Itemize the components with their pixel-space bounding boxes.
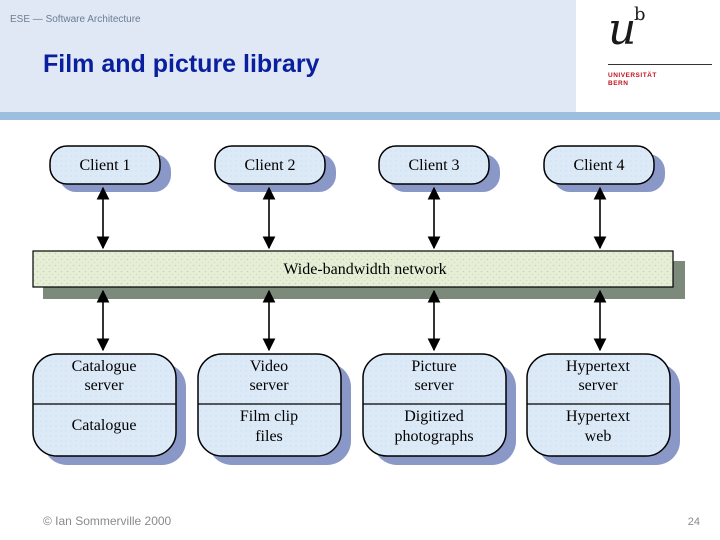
server-top-3a: Picture xyxy=(411,358,456,375)
server-top-1b: server xyxy=(84,377,124,394)
client-box-3: Client 3 xyxy=(378,145,500,192)
server-arrows xyxy=(96,289,607,352)
logo-text: UNIVERSITÄT BERN xyxy=(608,72,657,89)
server-top-4a: Hypertext xyxy=(566,358,631,375)
logo-b: b xyxy=(634,4,646,25)
network-label: Wide-bandwidth network xyxy=(283,261,446,278)
server-top-1a: Catalogue xyxy=(72,358,137,375)
client-box-4: Client 4 xyxy=(543,145,665,192)
server-top-2a: Video xyxy=(250,358,288,375)
server-bottom-4b: web xyxy=(585,428,612,445)
client-box-2: Client 2 xyxy=(214,145,336,192)
server-box-4: Hypertext server Hypertext web xyxy=(526,353,680,465)
logo-line2: BERN xyxy=(608,80,629,88)
client-label-3: Client 3 xyxy=(408,157,459,174)
header-rule xyxy=(0,112,720,120)
copyright-footer: © Ian Sommerville 2000 xyxy=(43,514,172,528)
server-box-1: Catalogue server Catalogue xyxy=(32,353,186,465)
client-label-4: Client 4 xyxy=(573,157,624,174)
slide-header: ESE — Software Architecture Film and pic… xyxy=(0,0,576,112)
server-bottom-2a: Film clip xyxy=(240,408,298,425)
course-label: ESE — Software Architecture xyxy=(10,14,141,25)
slide-title: Film and picture library xyxy=(43,50,320,78)
server-box-3: Picture server Digitized photographs xyxy=(362,353,516,465)
server-bottom-2b: files xyxy=(255,428,283,445)
university-logo: u b UNIVERSITÄT BERN xyxy=(600,4,716,108)
page-number: 24 xyxy=(687,516,700,528)
server-top-4b: server xyxy=(578,377,618,394)
network-bar: Wide-bandwidth network xyxy=(32,250,685,299)
client-box-1: Client 1 xyxy=(49,145,171,192)
client-label-2: Client 2 xyxy=(244,157,295,174)
server-bottom-4a: Hypertext xyxy=(566,408,631,425)
server-bottom-3a: Digitized xyxy=(404,408,464,425)
logo-divider xyxy=(608,64,712,65)
server-bottom-3b: photographs xyxy=(394,428,473,445)
logo-line1: UNIVERSITÄT xyxy=(608,72,657,79)
server-bottom-1a: Catalogue xyxy=(72,417,137,434)
server-box-2: Video server Film clip files xyxy=(197,353,351,465)
server-top-2b: server xyxy=(249,377,289,394)
server-top-3b: server xyxy=(414,377,454,394)
client-arrows xyxy=(96,186,607,250)
client-label-1: Client 1 xyxy=(79,157,130,174)
logo-u: u xyxy=(608,4,637,55)
